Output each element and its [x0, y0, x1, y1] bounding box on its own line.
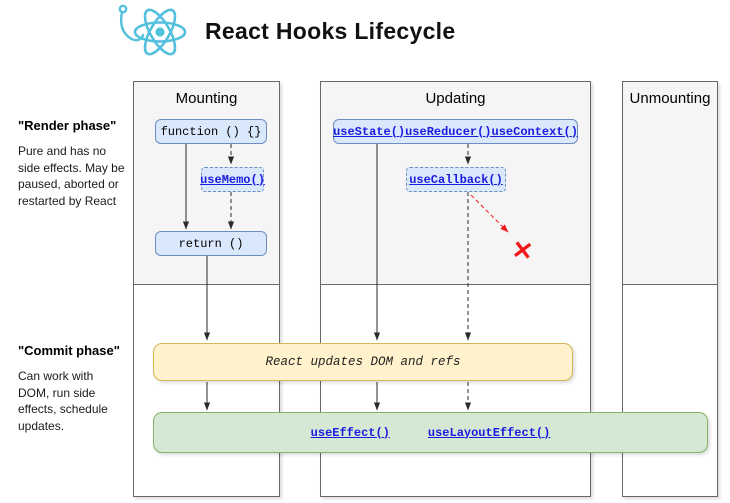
use-callback-node[interactable]: useCallback() — [406, 167, 506, 192]
render-phase-note: "Render phase" Pure and has no side effe… — [18, 118, 128, 209]
updating-column-title: Updating — [425, 90, 486, 107]
use-layout-effect-link[interactable]: useLayoutEffect() — [427, 425, 551, 440]
use-callback-link[interactable]: useCallback() — [409, 172, 503, 187]
abort-x-mark: ✕ — [510, 235, 535, 267]
dom-update-bar: React updates DOM and refs — [153, 343, 573, 381]
use-memo-node[interactable]: useMemo() — [200, 167, 265, 192]
return-node: return () — [155, 231, 267, 256]
render-phase-title: "Render phase" — [18, 118, 117, 133]
mounting-column-title: Mounting — [175, 90, 238, 107]
unmounting-column-title: Unmounting — [629, 90, 711, 107]
state-hooks-node: useState() useReducer() useContext() — [333, 119, 578, 144]
use-effect-link[interactable]: useEffect() — [310, 425, 390, 440]
use-reducer-link[interactable]: useReducer() — [405, 124, 492, 139]
use-state-link[interactable]: useState() — [333, 124, 406, 139]
use-context-link[interactable]: useContext() — [491, 124, 578, 139]
render-phase-desc: Pure and has no side effects. May be pau… — [18, 144, 125, 208]
unmounting-render-zone — [623, 82, 717, 285]
dom-update-label: React updates DOM and refs — [265, 355, 461, 369]
effects-bar: useEffect() useLayoutEffect() — [153, 412, 708, 453]
page-title: React Hooks Lifecycle — [205, 18, 456, 44]
use-memo-link[interactable]: useMemo() — [200, 172, 265, 187]
commit-phase-title: "Commit phase" — [18, 343, 120, 358]
commit-phase-note: "Commit phase" Can work with DOM, run si… — [18, 343, 128, 434]
commit-phase-desc: Can work with DOM, run side effects, sch… — [18, 369, 108, 433]
react-logo-icon — [118, 4, 187, 56]
function-node: function () {} — [155, 119, 267, 144]
